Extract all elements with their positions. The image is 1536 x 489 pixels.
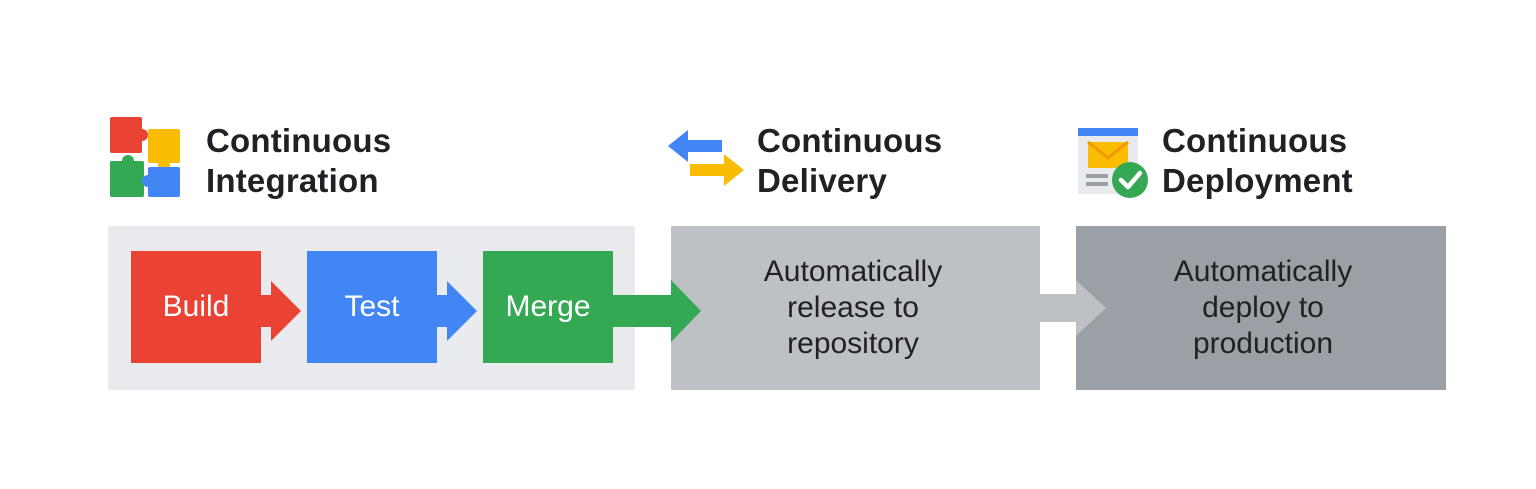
delivery-to-deployment-arrow bbox=[1040, 280, 1106, 336]
deployment-text-line-3: production bbox=[1192, 327, 1334, 360]
document-check-icon bbox=[1078, 128, 1148, 198]
delivery-panel bbox=[671, 226, 1040, 390]
delivery-description: Automatically release to repository bbox=[701, 252, 1005, 364]
build-to-test-arrow bbox=[261, 281, 301, 341]
step-test: Test bbox=[307, 251, 437, 363]
merge-to-delivery-arrow bbox=[613, 280, 701, 342]
deployment-title-line-2: Deployment bbox=[1162, 162, 1353, 199]
test-to-merge-arrow bbox=[437, 281, 477, 341]
step-build-label: Build bbox=[162, 290, 230, 323]
deployment-text-line-2: deploy to bbox=[1202, 291, 1324, 324]
deployment-text-line-1: Automatically bbox=[1173, 255, 1353, 288]
ci-title-line-1: Continuous bbox=[206, 122, 392, 159]
delivery-text-line-2: release to bbox=[787, 291, 919, 324]
deployment-title: Continuous Deployment bbox=[1162, 121, 1353, 201]
step-test-label: Test bbox=[344, 290, 400, 323]
delivery-title-line-1: Continuous bbox=[757, 122, 943, 159]
step-merge-label: Merge bbox=[505, 290, 591, 323]
delivery-title-line-2: Delivery bbox=[757, 162, 888, 199]
delivery-text-line-1: Automatically bbox=[763, 255, 943, 288]
ci-title-line-2: Integration bbox=[206, 162, 379, 199]
delivery-title: Continuous Delivery bbox=[757, 121, 942, 201]
delivery-text-line-3: repository bbox=[787, 327, 919, 360]
swap-arrows-icon bbox=[668, 130, 744, 186]
deployment-panel bbox=[1076, 226, 1446, 390]
puzzle-icon bbox=[110, 117, 180, 197]
deployment-description: Automatically deploy to production bbox=[1110, 252, 1416, 364]
step-merge: Merge bbox=[483, 251, 613, 363]
deployment-title-line-1: Continuous bbox=[1162, 122, 1348, 159]
ci-title: Continuous Integration bbox=[206, 121, 391, 201]
step-build: Build bbox=[131, 251, 261, 363]
